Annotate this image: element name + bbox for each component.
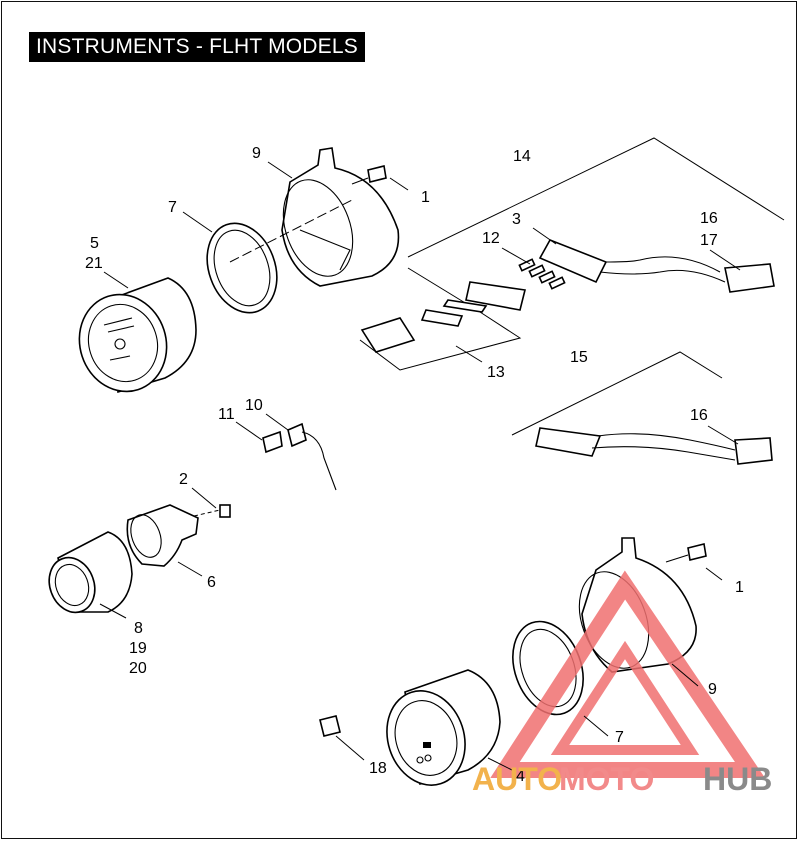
sensor-10-11 [262,422,337,491]
callout-2: 2 [179,471,188,488]
callout-13: 13 [487,364,505,381]
callout-7-upper: 7 [168,199,177,216]
gauge-lower [386,669,501,786]
screw-lower [665,543,707,563]
callout-10: 10 [245,397,263,414]
plug-16-lower [734,437,773,465]
callout-18: 18 [369,760,387,777]
housing-small [126,504,199,567]
clip-18 [319,715,341,737]
page-title: INSTRUMENTS - FLHT MODELS [29,32,365,62]
callout-15: 15 [570,349,588,366]
callout-8: 8 [134,620,143,637]
connector-kit-15 [511,351,773,465]
leader-lines [99,161,741,771]
watermark-hub: HUB [703,761,772,797]
callout-14: 14 [513,148,531,165]
callout-9-upper: 9 [252,145,261,162]
callout-16-lower: 16 [690,407,708,424]
callout-16-upper: 16 [700,210,718,227]
callout-7-lower: 7 [615,729,624,746]
callout-6: 6 [207,574,216,591]
callout-12: 12 [482,230,500,247]
connector-housing [465,281,526,311]
gauge-upper [78,277,197,394]
connector-3 [538,238,726,284]
callout-20: 20 [129,660,147,677]
nut-2 [219,504,231,518]
callout-numbers: 9 1 7 5 21 14 3 12 16 17 13 15 10 11 16 … [85,145,744,785]
housing-upper [229,147,400,287]
callout-21: 21 [85,255,103,272]
gauge-small [48,531,133,614]
plug-16-upper [724,263,775,293]
callout-9-lower: 9 [708,681,717,698]
terminal-pins-12 [518,258,566,290]
watermark-moto: MOTO [559,761,654,797]
connector-kit-14 [359,137,785,371]
watermark-logo: AUTO MOTO HUB [472,761,772,797]
callout-4: 4 [516,768,525,785]
screw-upper [351,165,387,185]
callout-17: 17 [700,232,718,249]
callout-11: 11 [218,406,235,423]
callout-3: 3 [512,211,521,228]
callout-1-upper: 1 [421,189,430,206]
bezel-ring-upper [206,222,278,314]
callout-19: 19 [129,640,147,657]
callout-5: 5 [90,235,99,252]
watermark-auto: AUTO [472,761,562,797]
callout-1-lower: 1 [735,579,744,596]
seal-parts-13 [360,299,488,353]
